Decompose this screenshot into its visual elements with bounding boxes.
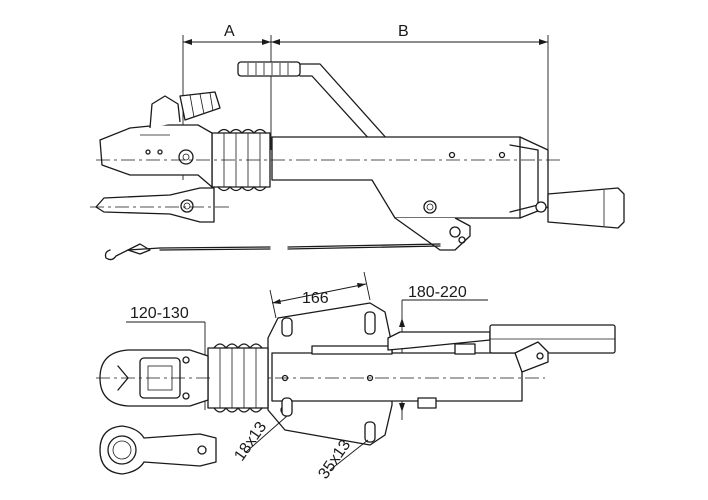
side-view: A B (90, 23, 625, 261)
breakaway-cable (104, 243, 441, 261)
coupling-head-side (99, 91, 221, 188)
dimension-a-label: A (224, 23, 235, 40)
hole-35x13-label: 35x13 (315, 437, 354, 483)
dimension-166-label: 166 (302, 290, 329, 307)
hole-18x13-label: 18x13 (231, 419, 270, 465)
lever-plan (387, 324, 616, 373)
plan-view: 166 180-220 120-130 (96, 271, 616, 483)
drawbar-eye-side (90, 187, 230, 223)
brake-lever (237, 61, 389, 143)
bellows-plan (207, 343, 269, 413)
dimension-120-130-label: 120-130 (130, 305, 189, 322)
housing-plan (250, 302, 545, 446)
dimension-166: 166 (269, 271, 371, 319)
dimension-b-label: B (398, 23, 409, 40)
coupling-head-plan (96, 349, 210, 407)
dimension-180-220-label: 180-220 (408, 284, 467, 301)
brake-rod-adapter (547, 187, 625, 229)
coupling-housing (271, 136, 549, 219)
dimension-a-b: A B (182, 23, 549, 205)
drawbar-eye-plan (99, 425, 217, 475)
